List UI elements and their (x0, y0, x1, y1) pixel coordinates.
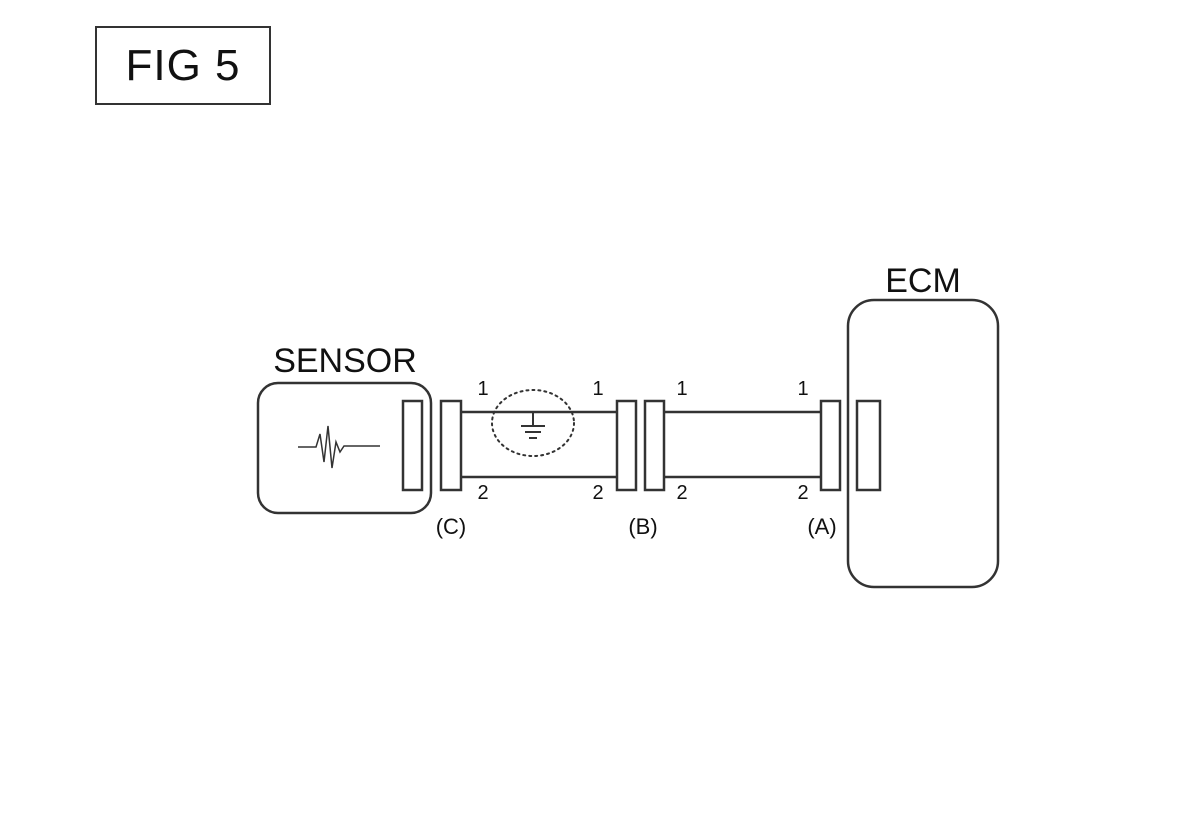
shield-ground (491, 389, 575, 457)
connector-c-label: (C) (436, 514, 467, 539)
ecm-label: ECM (885, 262, 961, 300)
figure-label: FIG 5 (95, 26, 271, 105)
connector-c: (C) 1 2 (436, 378, 489, 539)
connector-a-label: (A) (807, 514, 836, 539)
sensor-label: SENSOR (273, 342, 417, 380)
connector-b-left-pin-1: 1 (592, 378, 603, 400)
connector-b-left-body (615, 399, 638, 492)
sensor-connector-terminal (401, 399, 424, 492)
shield-ellipse (491, 389, 575, 457)
connector-b-right-pin-1: 1 (676, 378, 687, 400)
connector-c-body (439, 399, 463, 492)
connector-a-body (819, 399, 842, 492)
connector-b-right-pin-2: 2 (676, 482, 687, 504)
connector-c-pin-1: 1 (477, 378, 488, 400)
sensor-housing (256, 381, 433, 515)
ground-icon (521, 412, 545, 439)
ecm-housing (846, 298, 1000, 589)
connector-b-right-body (643, 399, 666, 492)
ecm-connector-terminal (855, 399, 882, 492)
connector-a-pin-2: 2 (797, 482, 808, 504)
connector-a: (A) 1 2 (797, 378, 842, 539)
connector-b-left-pin-2: 2 (592, 482, 603, 504)
connector-b-label: (B) (628, 514, 657, 539)
connector-c-pin-2: 2 (477, 482, 488, 504)
waveform-icon (298, 425, 380, 469)
figure-label-text: FIG 5 (125, 40, 241, 90)
connector-a-pin-1: 1 (797, 378, 808, 400)
ecm-block: ECM (846, 262, 1000, 589)
sensor-block: SENSOR (256, 342, 433, 515)
connector-b: (B) 1 2 1 2 (592, 378, 687, 539)
